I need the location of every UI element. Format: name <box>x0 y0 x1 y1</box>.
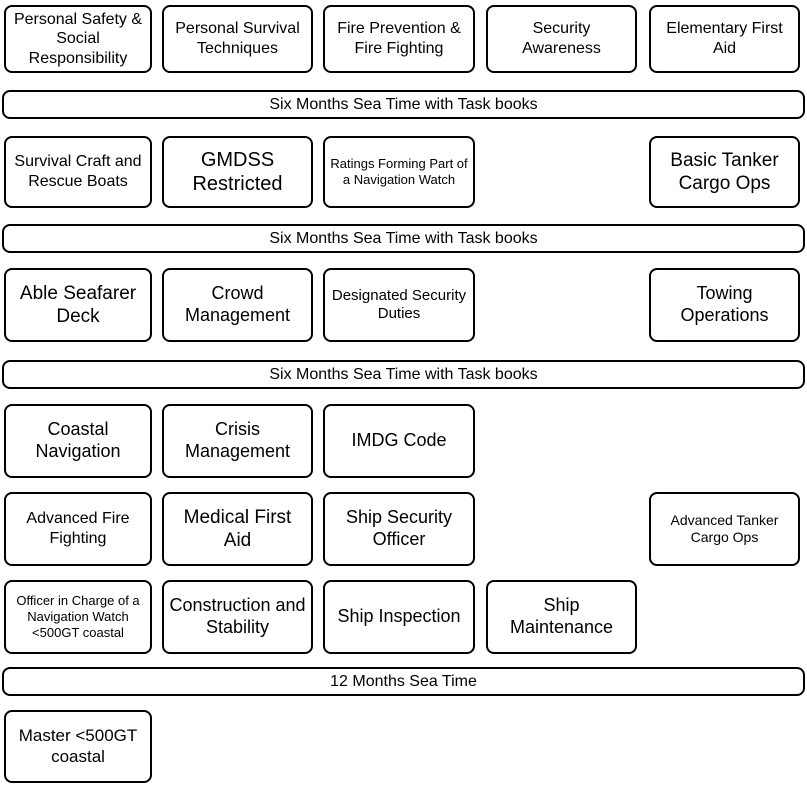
course-box-ship-inspection: Ship Inspection <box>323 580 475 654</box>
course-box-basic-tanker-cargo-ops: Basic Tanker Cargo Ops <box>649 136 800 208</box>
course-box-crowd-management: Crowd Management <box>162 268 313 342</box>
course-box-security-awareness: Security Awareness <box>486 5 637 73</box>
course-box-ship-security-officer: Ship Security Officer <box>323 492 475 566</box>
sea-time-bar-4: 12 Months Sea Time <box>2 667 805 696</box>
course-box-towing-operations: Towing Operations <box>649 268 800 342</box>
course-box-ratings-navigation-watch: Ratings Forming Part of a Navigation Wat… <box>323 136 475 208</box>
course-box-coastal-navigation: Coastal Navigation <box>4 404 152 478</box>
course-box-crisis-management: Crisis Management <box>162 404 313 478</box>
sea-time-bar-1: Six Months Sea Time with Task books <box>2 90 805 119</box>
course-box-ship-maintenance: Ship Maintenance <box>486 580 637 654</box>
course-box-designated-security-duties: Designated Security Duties <box>323 268 475 342</box>
course-box-master-500gt-coastal: Master <500GT coastal <box>4 710 152 783</box>
course-box-elementary-first-aid: Elementary First Aid <box>649 5 800 73</box>
course-box-gmdss-restricted: GMDSS Restricted <box>162 136 313 208</box>
course-box-imdg-code: IMDG Code <box>323 404 475 478</box>
course-box-advanced-fire-fighting: Advanced Fire Fighting <box>4 492 152 566</box>
course-box-able-seafarer-deck: Able Seafarer Deck <box>4 268 152 342</box>
course-box-advanced-tanker-cargo-ops: Advanced Tanker Cargo Ops <box>649 492 800 566</box>
course-box-fire-prevention-fire-fighting: Fire Prevention & Fire Fighting <box>323 5 475 73</box>
course-box-officer-in-charge-navigation-watch: Officer in Charge of a Navigation Watch … <box>4 580 152 654</box>
course-box-personal-safety-social-responsibility: Personal Safety & Social Responsibility <box>4 5 152 73</box>
course-box-survival-craft-rescue-boats: Survival Craft and Rescue Boats <box>4 136 152 208</box>
sea-time-bar-2: Six Months Sea Time with Task books <box>2 224 805 253</box>
sea-time-bar-3: Six Months Sea Time with Task books <box>2 360 805 389</box>
course-box-personal-survival-techniques: Personal Survival Techniques <box>162 5 313 73</box>
course-box-construction-and-stability: Construction and Stability <box>162 580 313 654</box>
course-box-medical-first-aid: Medical First Aid <box>162 492 313 566</box>
